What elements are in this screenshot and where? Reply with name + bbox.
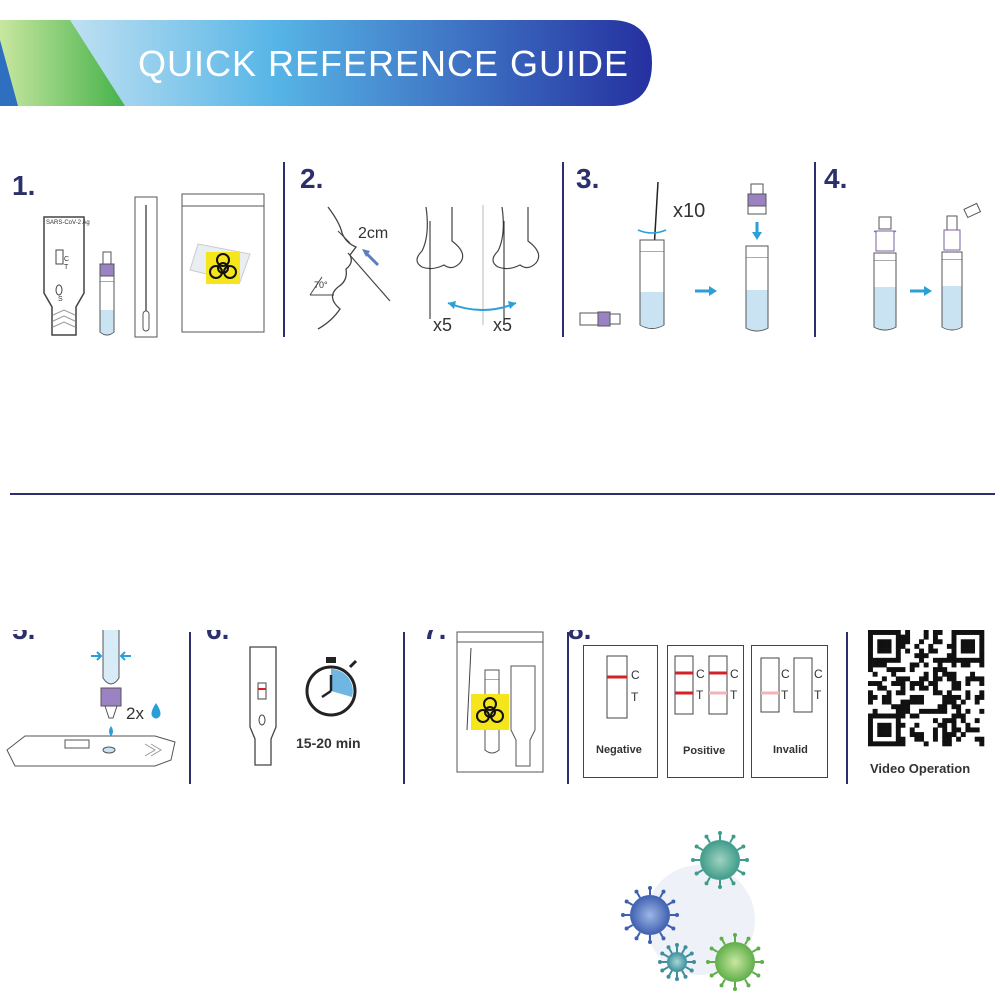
arrow-right-icon <box>910 286 932 296</box>
drop-icon <box>151 703 161 719</box>
virus-icon <box>630 895 670 935</box>
test-cassette-illustration <box>43 216 85 336</box>
divider-1-2 <box>283 162 285 337</box>
page-title: QUICK REFERENCE GUIDE <box>138 43 630 84</box>
positive-strip-faint <box>708 655 728 715</box>
invalid-c-mark: C <box>781 667 790 681</box>
tube-with-dropper-tip-illustration <box>941 202 982 331</box>
step-number-1: 1. <box>12 170 36 201</box>
insertion-distance-label: 2cm <box>358 225 389 242</box>
cassette-c-mark: C <box>64 256 70 263</box>
arrow-right-icon <box>695 286 717 296</box>
invalid-label: Invalid <box>773 744 808 756</box>
virus-icon <box>667 952 687 972</box>
divider-2-3 <box>562 162 564 337</box>
dropping-sample-illustration <box>6 630 176 767</box>
positive-t-mark-2: T <box>730 688 738 702</box>
tube-cap-illustration <box>579 311 621 327</box>
step-number-6: 6. <box>206 614 230 645</box>
step-number-3: 3. <box>576 163 600 194</box>
invalid-strip-blank <box>793 657 813 713</box>
right-nostril-rotations: x5 <box>493 315 513 335</box>
cassette-s-mark: S <box>58 296 63 303</box>
swab-in-tube-illustration <box>637 181 667 329</box>
invalid-t-mark-2: T <box>814 688 822 702</box>
swab-package-illustration <box>134 196 158 338</box>
stir-count-label: x10 <box>673 200 706 222</box>
step-number-8: 8. <box>568 614 592 645</box>
test-cassette-with-sample-illustration <box>249 646 277 766</box>
positive-c-mark: C <box>696 667 705 681</box>
invalid-c-mark-2: C <box>814 667 823 681</box>
divider-3-4 <box>814 162 816 337</box>
divider-8-qr <box>846 632 848 784</box>
biohazard-icon <box>476 697 504 723</box>
step-number-4: 4. <box>824 163 848 194</box>
extraction-tube-illustration <box>99 251 115 336</box>
step-number-7: 7. <box>423 614 447 645</box>
positive-t-mark: T <box>696 688 704 702</box>
negative-c-mark: C <box>631 668 640 682</box>
biohazard-icon <box>209 253 237 279</box>
stopwatch-icon <box>305 657 358 717</box>
nostrils-front-illustration <box>416 205 540 325</box>
virus-icon <box>700 840 740 880</box>
qr-code-icon[interactable] <box>868 630 985 747</box>
disposal-bag-illustration <box>456 631 544 773</box>
dropper-cap-tube-illustration <box>873 216 897 331</box>
result-card-invalid <box>751 645 828 778</box>
divider-6-7 <box>403 632 405 784</box>
step-number-2: 2. <box>300 163 324 194</box>
invalid-strip-test-only <box>760 657 780 713</box>
result-card-negative <box>583 645 658 778</box>
negative-t-mark: T <box>631 690 639 704</box>
invalid-t-mark: T <box>781 688 789 702</box>
positive-label: Positive <box>683 745 726 757</box>
cassette-t-mark: T <box>64 264 69 271</box>
angle-label: 70° <box>314 280 328 290</box>
header-banner <box>0 20 652 106</box>
video-operation-caption: Video Operation <box>870 761 971 776</box>
section-divider <box>10 493 995 495</box>
capped-tube-illustration <box>745 183 769 332</box>
step-number-5: 5. <box>12 614 36 645</box>
cassette-label: SARS-CoV-2 Ag <box>46 220 90 226</box>
virus-decoration <box>621 831 764 991</box>
negative-label: Negative <box>596 744 642 756</box>
negative-strip <box>606 655 628 719</box>
result-card-positive <box>667 645 744 778</box>
nose-profile-illustration <box>309 206 391 330</box>
positive-strip-strong <box>674 655 694 715</box>
biohazard-bag-illustration <box>181 193 265 333</box>
drop-count-label: 2x <box>126 704 144 723</box>
positive-c-mark-2: C <box>730 667 739 681</box>
divider-5-6 <box>189 632 191 784</box>
waiting-time-label: 15-20 min <box>296 735 361 751</box>
left-nostril-rotations: x5 <box>433 315 453 335</box>
divider-7-8 <box>567 632 569 784</box>
virus-icon <box>715 942 755 982</box>
